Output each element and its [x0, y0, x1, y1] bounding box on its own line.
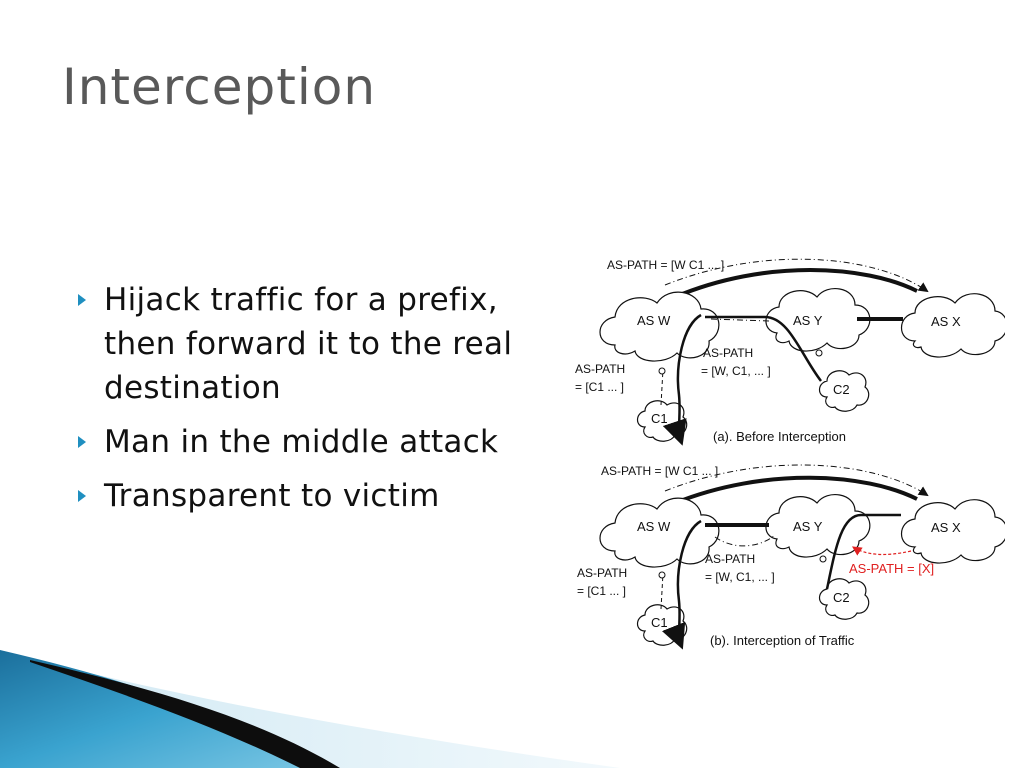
mid-path-label: AS-PATH — [705, 552, 755, 566]
cloud-as-y — [765, 494, 871, 558]
bullet-item: Hijack traffic for a prefix, then forwar… — [78, 278, 538, 410]
node-c2: C2 — [833, 382, 850, 397]
announcement-arrow — [664, 464, 929, 497]
node-as-w: AS W — [637, 519, 671, 534]
link-x-y-c2 — [825, 513, 901, 590]
origin-dot — [815, 349, 823, 357]
announcement-w-y — [714, 534, 776, 547]
node-c1: C1 — [651, 411, 668, 426]
hijack-announcement-arrow — [852, 546, 912, 556]
left-path-label: = [C1 ... ] — [575, 380, 624, 394]
mid-path-label: AS-PATH — [703, 346, 753, 360]
origin-dot — [658, 367, 666, 375]
announcement-c1 — [660, 368, 664, 406]
mid-path-label: = [W, C1, ... ] — [705, 570, 775, 584]
bullet-text: Man in the middle attack — [104, 424, 499, 460]
link-w-y-c2 — [705, 315, 822, 382]
bullet-text: Hijack traffic for a prefix, then forwar… — [104, 282, 513, 406]
node-c1: C1 — [651, 615, 668, 630]
panel-a: AS-PATH = [W C1 ... ] AS W AS Y AS X C1 … — [575, 258, 1005, 446]
bullet-text: Transparent to victim — [104, 478, 440, 514]
node-as-x: AS X — [931, 520, 961, 535]
traffic-path — [674, 268, 918, 299]
traffic-path — [674, 475, 918, 505]
mid-path-label: = [W, C1, ... ] — [701, 364, 771, 378]
cloud-as-w — [599, 291, 720, 362]
left-path-label: = [C1 ... ] — [577, 584, 626, 598]
bullet-list: Hijack traffic for a prefix, then forwar… — [78, 278, 538, 528]
cloud-as-x — [900, 293, 1005, 358]
traffic-to-c1 — [662, 313, 702, 446]
hijack-path-label: AS-PATH = [X] — [849, 561, 934, 576]
cloud-as-x — [900, 499, 1005, 564]
node-as-y: AS Y — [793, 313, 823, 328]
left-path-label: AS-PATH — [575, 362, 625, 376]
node-as-w: AS W — [637, 313, 671, 328]
node-as-x: AS X — [931, 314, 961, 329]
bullet-item: Man in the middle attack — [78, 420, 538, 464]
triangle-bullet-icon — [78, 294, 86, 306]
left-path-label: AS-PATH — [577, 566, 627, 580]
announcement-c1 — [660, 572, 664, 610]
node-as-y: AS Y — [793, 519, 823, 534]
cloud-c2 — [818, 370, 870, 412]
top-path-label: AS-PATH = [W C1 ... ] — [607, 258, 724, 272]
triangle-bullet-icon — [78, 436, 86, 448]
bullet-item: Transparent to victim — [78, 474, 538, 518]
announcement-arrow — [664, 258, 929, 293]
panel-b: AS-PATH = [W C1 ... ] AS W AS Y AS X C1 … — [577, 464, 1005, 650]
slide-title: Interception — [62, 58, 377, 116]
announcement-w-y — [710, 318, 770, 322]
traffic-to-c1 — [661, 519, 702, 650]
top-path-label: AS-PATH = [W C1 ... ] — [601, 464, 718, 478]
triangle-bullet-icon — [78, 490, 86, 502]
figure-caption: (a). Before Interception — [713, 429, 846, 444]
origin-dot — [819, 555, 827, 563]
cloud-as-w — [599, 497, 720, 568]
node-c2: C2 — [833, 590, 850, 605]
figure-caption: (b). Interception of Traffic — [710, 633, 855, 648]
interception-diagram: AS-PATH = [W C1 ... ] AS W AS Y AS X C1 … — [575, 258, 1005, 650]
origin-dot — [658, 571, 666, 579]
